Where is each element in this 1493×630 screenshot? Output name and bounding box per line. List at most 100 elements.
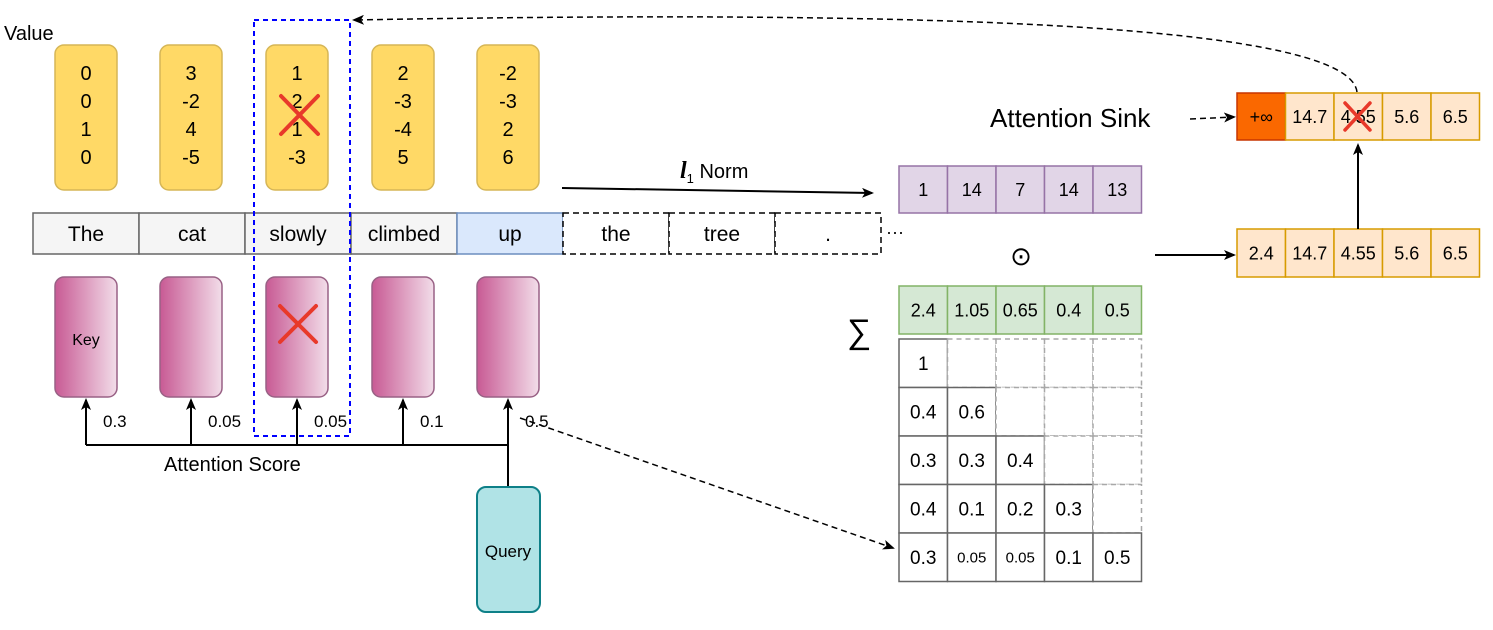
matrix-value: 0.4 (910, 500, 937, 521)
cross-icon (278, 304, 318, 344)
norm-box (995, 165, 1046, 214)
matrix-value: 0.4 (910, 403, 937, 424)
token-0: The (32, 212, 140, 255)
value-entry: 0 (80, 147, 91, 169)
value-entry: 5 (397, 147, 408, 169)
value-vector: 3-24-5 (159, 44, 223, 191)
token-label: up (498, 223, 521, 246)
sum-box (995, 285, 1046, 335)
sum-value: 2.4 (911, 300, 936, 320)
value-entry: 0 (80, 91, 91, 113)
product-value: 2.4 (1249, 243, 1274, 263)
token-cell (456, 212, 564, 255)
key-vector (159, 276, 223, 398)
sink-value: 6.5 (1443, 107, 1468, 127)
value-entry: 4 (185, 119, 196, 141)
sum-value: 0.4 (1056, 300, 1081, 320)
key-box (159, 276, 223, 398)
matrix-empty-cell (1092, 483, 1143, 534)
value-entry: 0 (80, 63, 91, 85)
matrix-empty-cell (1092, 338, 1143, 389)
token-cell (32, 212, 140, 255)
product-value: 6.5 (1443, 243, 1468, 263)
query-box (476, 486, 541, 613)
sum-box (1092, 285, 1143, 335)
matrix-cell (995, 532, 1046, 583)
product-box (1430, 228, 1481, 278)
sink-label-arrow (1189, 112, 1236, 123)
product-cell: 5.6 (1381, 228, 1432, 278)
sum-cell: 1.05 (946, 285, 997, 335)
evict-curve-arrow (352, 14, 1358, 93)
norm-box (1043, 165, 1094, 214)
sum-cell: 0.5 (1092, 285, 1143, 335)
value-label: Value (4, 23, 54, 45)
matrix-value: 0.4 (1007, 451, 1034, 472)
token-label: climbed (368, 223, 440, 246)
token-label: The (68, 223, 104, 246)
sink-cell: +∞ (1236, 92, 1287, 141)
query-vector: Query (476, 486, 541, 613)
product-box (1381, 228, 1432, 278)
token-3: climbed (350, 212, 458, 255)
matrix-cell (946, 483, 997, 534)
value-entry: 2 (397, 63, 408, 85)
token-6: tree (668, 212, 776, 255)
value-box (159, 44, 223, 191)
product-value: 5.6 (1394, 243, 1419, 263)
matrix-value: 0.1 (1056, 548, 1082, 569)
evicted-token-box (253, 19, 351, 437)
attention-score-label: Attention Score (164, 454, 301, 476)
value-entry: 1 (291, 119, 302, 141)
matrix-cell (1092, 532, 1143, 583)
sum-cell: 0.65 (995, 285, 1046, 335)
sum-box (1043, 285, 1094, 335)
sink-box (1430, 92, 1481, 141)
token-4: up (456, 212, 564, 255)
product-cell: 2.4 (1236, 228, 1287, 278)
key-label: Key (72, 332, 100, 349)
value-entry: -3 (499, 91, 517, 113)
token-label: cat (178, 223, 206, 246)
matrix-value: 0.3 (910, 451, 936, 472)
matrix-value: 1 (918, 354, 929, 375)
cross-icon (279, 94, 320, 136)
norm-cell: 13 (1092, 165, 1143, 214)
norm-box (946, 165, 997, 214)
norm-arrow (561, 187, 874, 198)
score-value: 0.3 (103, 412, 127, 431)
value-entry: 1 (291, 63, 302, 85)
token-1: cat (138, 212, 246, 255)
value-entry: 2 (502, 119, 513, 141)
matrix-value: 0.05 (957, 550, 986, 567)
key-box (476, 276, 540, 398)
query-label: Query (485, 542, 532, 561)
matrix-empty-cell (995, 386, 1046, 437)
norm-value: 14 (1059, 180, 1079, 200)
value-box (476, 44, 540, 191)
matrix-value: 0.5 (1104, 548, 1130, 569)
matrix-empty-cell (1092, 435, 1143, 486)
sink-value: +∞ (1250, 107, 1274, 127)
sum-box (898, 285, 949, 335)
key-vector (265, 276, 329, 398)
matrix-value: 0.6 (959, 403, 985, 424)
cross-icon (1343, 101, 1372, 132)
matrix-value: 0.3 (959, 451, 985, 472)
value-entry: 6 (502, 147, 513, 169)
matrix-empty-cell (1092, 386, 1143, 437)
product-box (1333, 228, 1384, 278)
norm-cell: 7 (995, 165, 1046, 214)
sink-cell: 14.7 (1284, 92, 1335, 141)
sum-value: 0.5 (1105, 300, 1130, 320)
matrix-empty-cell (1043, 338, 1094, 389)
token-ellipsis: ··· (886, 222, 904, 242)
matrix-empty-cell (995, 338, 1046, 389)
value-vector: -2-326 (476, 44, 540, 191)
norm-box (1092, 165, 1143, 214)
token-cell (562, 212, 670, 255)
value-entry: -4 (394, 119, 412, 141)
